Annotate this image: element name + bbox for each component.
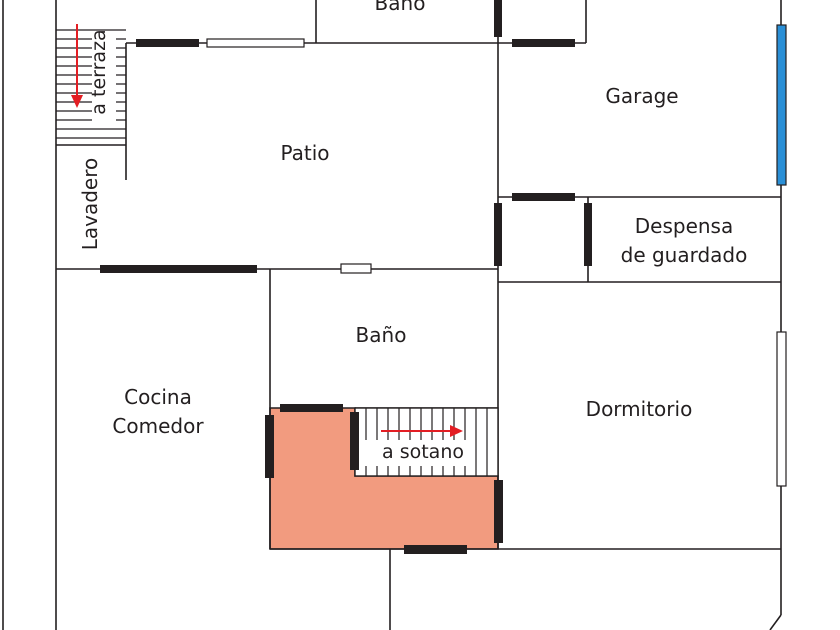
arrow-icon <box>71 24 83 108</box>
label-a-terraza: a terraza <box>88 29 110 114</box>
doors <box>100 0 592 554</box>
label-bano-middle: Baño <box>356 323 407 347</box>
label-cocina-line1: Cocina <box>124 385 192 409</box>
arrow-icon <box>381 425 463 437</box>
garage-window <box>776 24 787 186</box>
label-bano-top: Baño <box>375 0 426 15</box>
label-patio: Patio <box>280 141 329 165</box>
label-garage: Garage <box>605 84 678 108</box>
stairs-to-basement <box>354 407 499 477</box>
windows <box>206 24 787 487</box>
stairs-to-terrace <box>56 29 126 146</box>
label-despensa-line1: Despensa <box>635 214 733 238</box>
label-lavadero: Lavadero <box>78 158 102 251</box>
label-despensa-line2: de guardado <box>621 243 748 267</box>
label-dormitorio: Dormitorio <box>586 397 693 421</box>
label-a-sotano: a sotano <box>382 441 464 463</box>
label-cocina-line2: Comedor <box>112 414 204 438</box>
